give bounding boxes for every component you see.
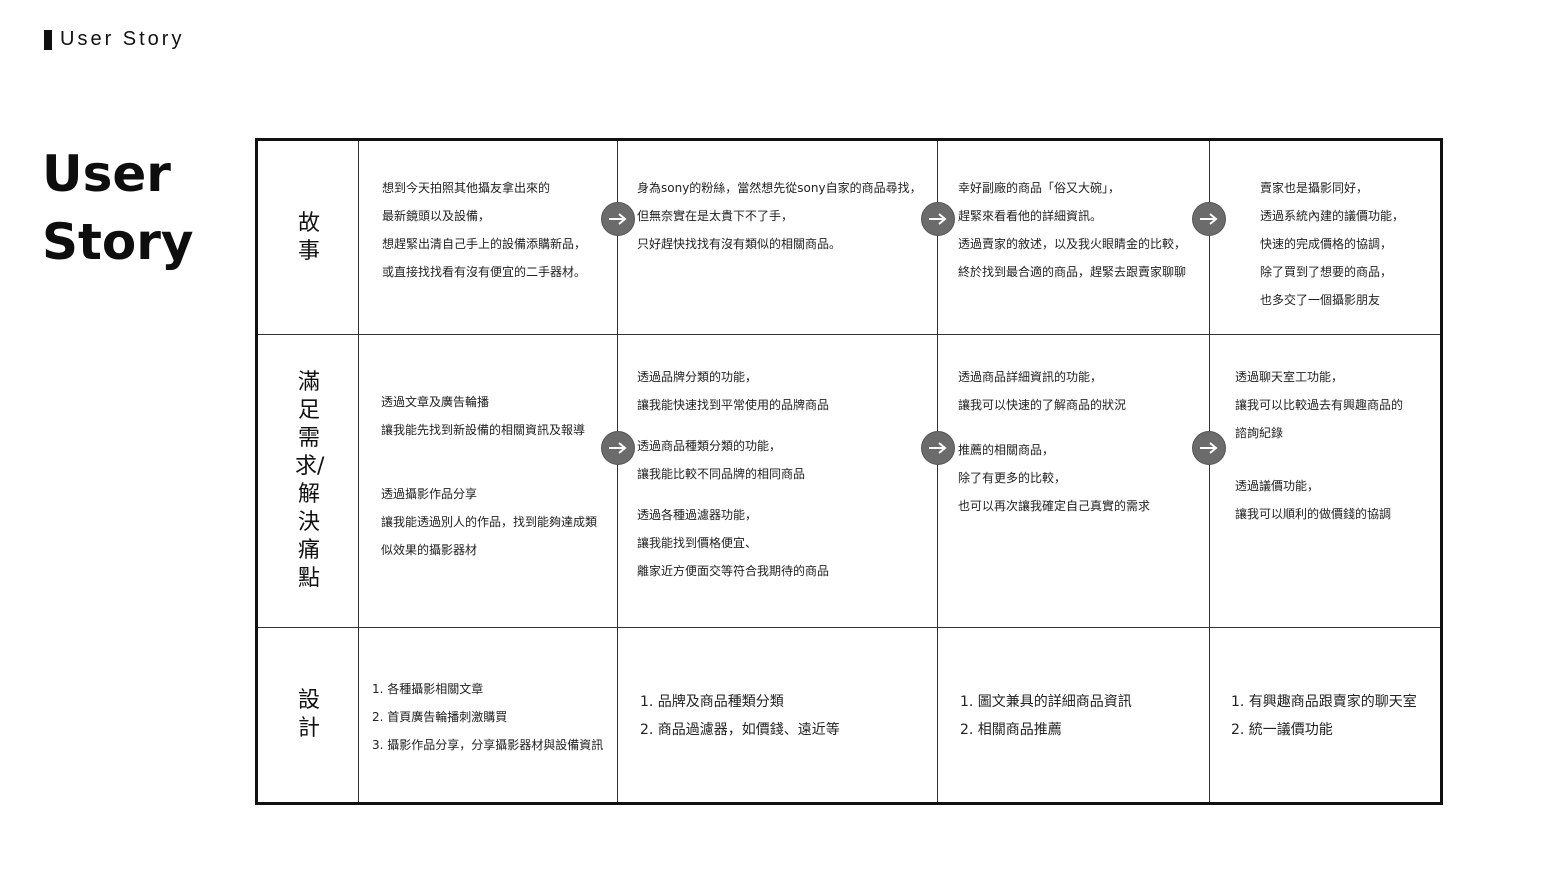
user-story-table: 故事 滿足需求/解決痛點 設計 想到今天拍照其他攝友拿出來的 最新鏡頭以及設備，… xyxy=(255,138,1443,805)
row-label-design-text: 設計 xyxy=(297,688,320,741)
needs-line: 讓我能找到價格便宜、 xyxy=(637,536,758,550)
needs-line: 讓我能比較不同品牌的相同商品 xyxy=(637,467,806,481)
column-divider xyxy=(1209,141,1210,802)
design-line: 1. 各種攝影相關文章 xyxy=(372,682,484,696)
needs-line: 讓我可以順利的做價錢的協調 xyxy=(1235,507,1392,521)
story-line: 透過賣家的敘述，以及我火眼睛金的比較， xyxy=(958,237,1187,251)
needs-line: 讓我能透過別人的作品，找到能夠達成類 xyxy=(381,515,598,529)
needs-line: 似效果的攝影器材 xyxy=(381,543,478,557)
needs-line: 諮詢紀錄 xyxy=(1235,426,1284,440)
story-line: 或直接找找看有沒有便宜的二手器材。 xyxy=(382,265,587,279)
needs-cell-2: 透過品牌分類的功能， 讓我能快速找到平常使用的品牌商品 透過商品種類分類的功能，… xyxy=(637,363,829,585)
row-label-needs-text: 滿足需求/解決痛點 xyxy=(295,370,325,591)
needs-cell-3: 透過商品詳細資訊的功能， 讓我可以快速的了解商品的狀況 推薦的相關商品， 除了有… xyxy=(958,363,1150,520)
story-line: 身為sony的粉絲，當然想先從sony自家的商品尋找， xyxy=(637,181,922,195)
design-line: 2. 統一議價功能 xyxy=(1231,722,1333,738)
header-mark xyxy=(44,30,52,50)
design-line: 1. 圖文兼具的詳細商品資訊 xyxy=(960,694,1132,710)
story-cell-4: 賣家也是攝影同好， 透過系統內建的議價功能， 快速的完成價格的協調， 除了買到了… xyxy=(1260,174,1404,314)
column-divider xyxy=(617,141,618,802)
story-line: 除了買到了想要的商品， xyxy=(1260,265,1393,279)
page-title-line-2: Story xyxy=(42,213,194,271)
story-cell-1: 想到今天拍照其他攝友拿出來的 最新鏡頭以及設備， 想趕緊出清自己手上的設備添購新… xyxy=(382,174,586,286)
needs-line: 讓我能快速找到平常使用的品牌商品 xyxy=(637,398,830,412)
arrow-right-icon xyxy=(601,431,635,465)
design-cell-2: 1. 品牌及商品種類分類 2. 商品過濾器，如價錢、遠近等 xyxy=(640,688,840,744)
needs-line: 透過各種過濾器功能， xyxy=(637,508,758,522)
story-line: 終於找到最合適的商品，趕緊去跟賣家聊聊 xyxy=(958,265,1187,279)
needs-line: 離家近方便面交等符合我期待的商品 xyxy=(637,564,830,578)
arrow-right-icon xyxy=(601,202,635,236)
row-label-needs: 滿足需求/解決痛點 xyxy=(258,335,360,627)
needs-line: 讓我可以比較過去有興趣商品的 xyxy=(1235,398,1404,412)
story-line: 也多交了一個攝影朋友 xyxy=(1260,293,1381,307)
story-line: 賣家也是攝影同好， xyxy=(1260,181,1369,195)
needs-cell-4: 透過聊天室工功能， 讓我可以比較過去有興趣商品的 諮詢紀錄 透過議價功能， 讓我… xyxy=(1235,363,1403,528)
needs-line: 讓我可以快速的了解商品的狀況 xyxy=(958,398,1127,412)
needs-line: 也可以再次讓我確定自己真實的需求 xyxy=(958,499,1151,513)
column-divider xyxy=(358,141,359,802)
design-line: 1. 有興趣商品跟賣家的聊天室 xyxy=(1231,694,1417,710)
design-line: 2. 首頁廣告輪播刺激購買 xyxy=(372,710,508,724)
story-line: 最新鏡頭以及設備， xyxy=(382,209,491,223)
needs-line: 透過文章及廣告輪播 xyxy=(381,395,490,409)
design-line: 2. 商品過濾器，如價錢、遠近等 xyxy=(640,722,840,738)
needs-line: 透過攝影作品分享 xyxy=(381,487,478,501)
row-divider xyxy=(258,334,1440,335)
design-cell-1: 1. 各種攝影相關文章 2. 首頁廣告輪播刺激購買 3. 攝影作品分享，分享攝影… xyxy=(372,675,603,759)
story-line: 透過系統內建的議價功能， xyxy=(1260,209,1405,223)
row-label-design: 設計 xyxy=(258,628,360,802)
story-line: 但無奈實在是太貴下不了手， xyxy=(637,209,794,223)
design-line: 3. 攝影作品分享，分享攝影器材與設備資訊 xyxy=(372,738,604,752)
design-line: 1. 品牌及商品種類分類 xyxy=(640,694,784,710)
needs-cell-1: 透過文章及廣告輪播 讓我能先找到新設備的相關資訊及報導 透過攝影作品分享 讓我能… xyxy=(381,388,597,564)
needs-line: 透過品牌分類的功能， xyxy=(637,370,758,384)
design-line: 2. 相關商品推薦 xyxy=(960,722,1062,738)
column-divider xyxy=(937,141,938,802)
needs-line: 透過商品詳細資訊的功能， xyxy=(958,370,1103,384)
story-cell-3: 幸好副廠的商品「俗又大碗」， 趕緊來看看他的詳細資訊。 透過賣家的敘述，以及我火… xyxy=(958,174,1186,286)
header-label: User Story xyxy=(60,28,185,50)
row-divider xyxy=(258,627,1440,628)
arrow-right-icon xyxy=(1192,431,1226,465)
story-line: 快速的完成價格的協調， xyxy=(1260,237,1393,251)
page-title: User Story xyxy=(42,140,242,276)
arrow-right-icon xyxy=(921,431,955,465)
design-cell-3: 1. 圖文兼具的詳細商品資訊 2. 相關商品推薦 xyxy=(960,688,1132,744)
needs-line: 透過商品種類分類的功能， xyxy=(637,439,782,453)
story-line: 幸好副廠的商品「俗又大碗」， xyxy=(958,181,1121,195)
story-line: 趕緊來看看他的詳細資訊。 xyxy=(958,209,1103,223)
page-title-line-1: User xyxy=(42,145,171,203)
story-cell-2: 身為sony的粉絲，當然想先從sony自家的商品尋找， 但無奈實在是太貴下不了手… xyxy=(637,174,922,258)
story-line: 只好趕快找找有沒有類似的相關商品。 xyxy=(637,237,842,251)
arrow-right-icon xyxy=(921,202,955,236)
needs-line: 讓我能先找到新設備的相關資訊及報導 xyxy=(381,423,586,437)
story-line: 想到今天拍照其他攝友拿出來的 xyxy=(382,181,551,195)
story-line: 想趕緊出清自己手上的設備添購新品， xyxy=(382,237,587,251)
row-label-story: 故事 xyxy=(258,141,360,334)
design-cell-4: 1. 有興趣商品跟賣家的聊天室 2. 統一議價功能 xyxy=(1231,688,1417,744)
needs-line: 除了有更多的比較， xyxy=(958,471,1067,485)
needs-line: 透過議價功能， xyxy=(1235,479,1320,493)
row-label-story-text: 故事 xyxy=(297,210,320,264)
needs-line: 透過聊天室工功能， xyxy=(1235,370,1344,384)
needs-line: 推薦的相關商品， xyxy=(958,443,1055,457)
arrow-right-icon xyxy=(1192,202,1226,236)
